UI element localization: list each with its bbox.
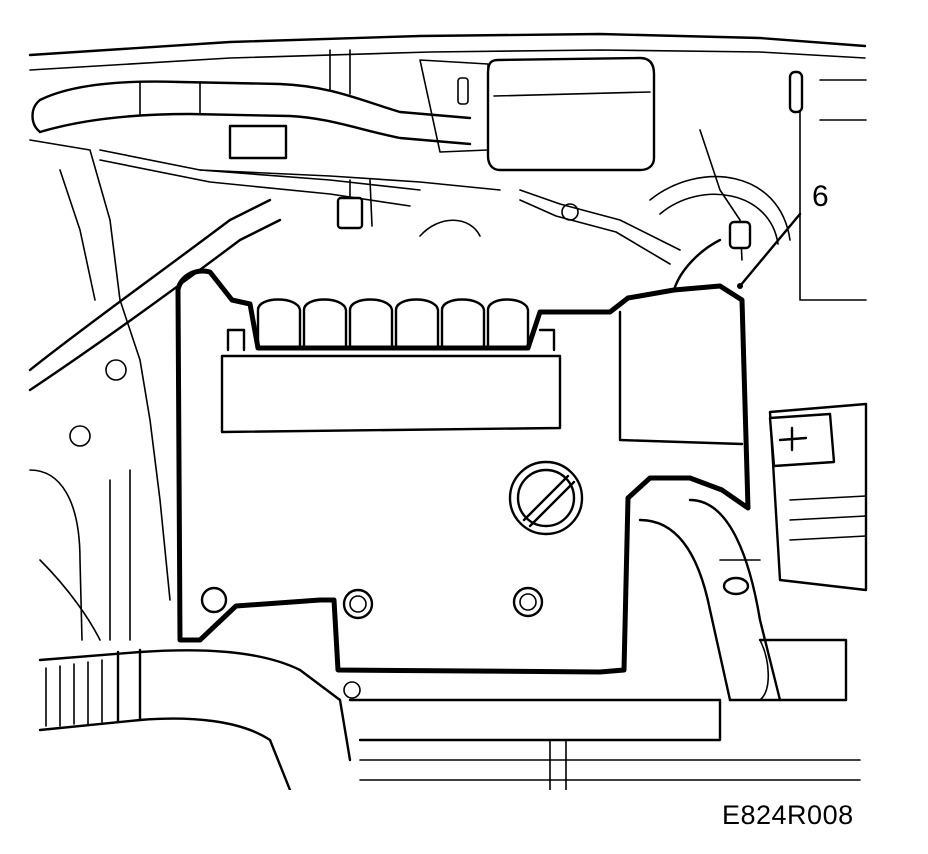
cover-bolts: [342, 586, 544, 620]
lower-left-hose: [38, 648, 352, 790]
engine-bay-diagram: [28, 32, 868, 790]
callout-wire: [672, 129, 802, 292]
relay-box: [419, 56, 656, 172]
battery: [768, 402, 868, 592]
callout-label: 6: [812, 180, 829, 213]
bottom-pipe: [343, 681, 861, 790]
upper-hose: [31, 49, 472, 146]
wiring-harness: [99, 149, 681, 265]
figure-code: E824R008: [722, 800, 854, 830]
hood-edge: [28, 32, 867, 71]
engine-cover: [175, 268, 751, 675]
sensor: [199, 124, 501, 191]
lower-right-hose: [638, 498, 848, 702]
fan-shroud: [649, 70, 867, 301]
left-components: [28, 139, 282, 641]
